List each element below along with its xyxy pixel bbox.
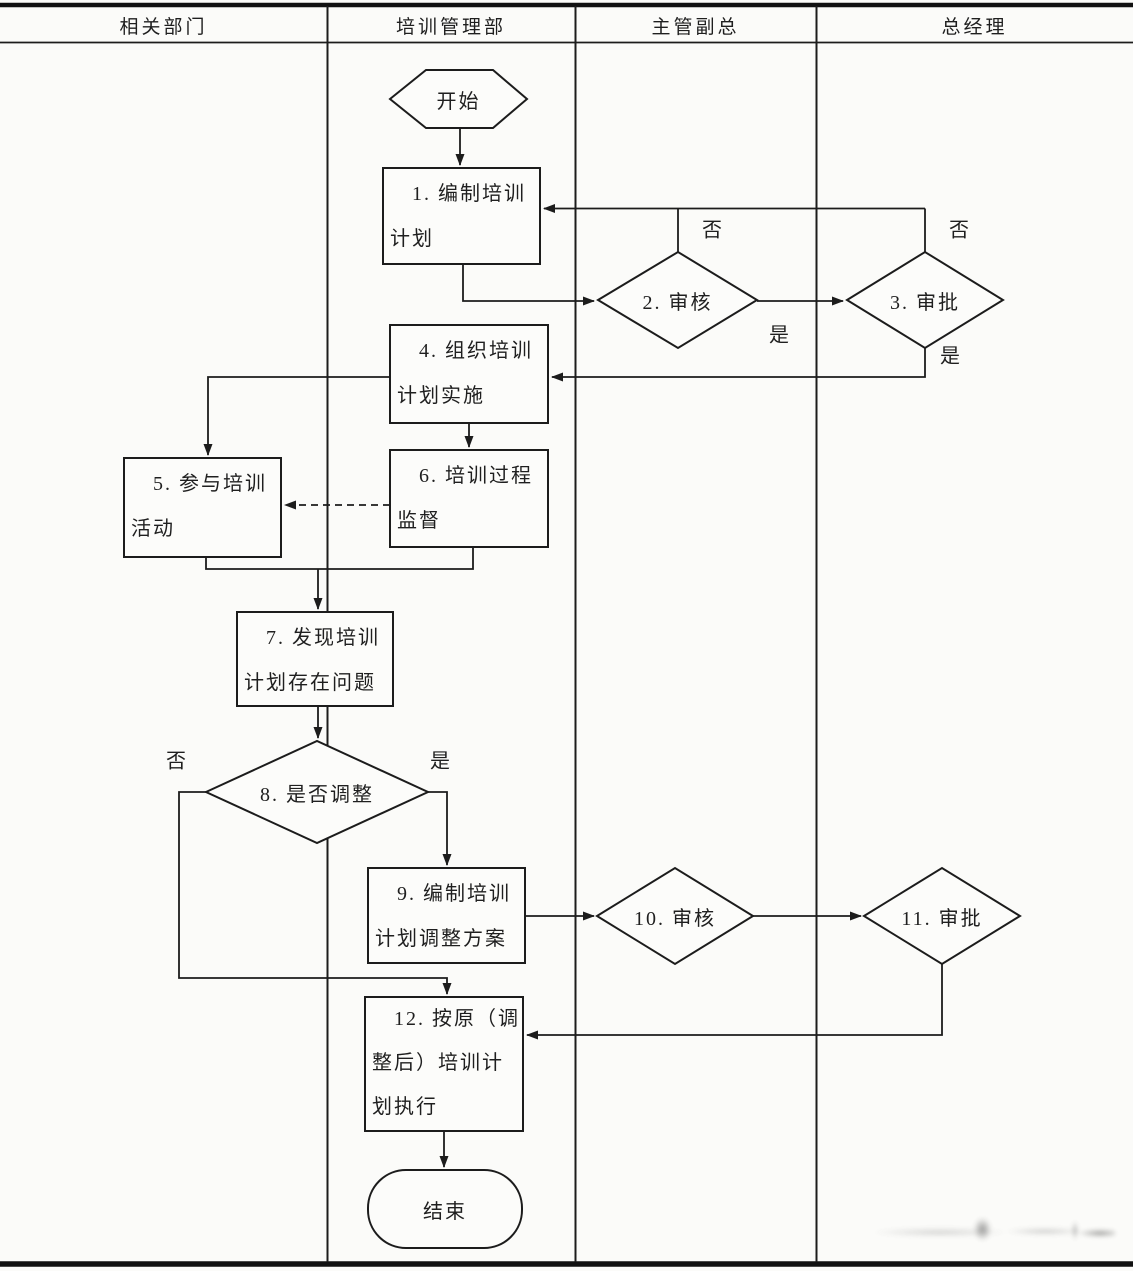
lane-header-general-manager: 总经理 — [941, 16, 1008, 38]
node-7-line-1: 7. 发现培训 — [266, 627, 380, 649]
process-box-12 — [364, 996, 524, 1132]
node-7-line-2: 计划存在问题 — [244, 672, 376, 694]
node-10-label: 10. 审核 — [634, 907, 716, 930]
node-12-line-2: 整后）培训计 — [372, 1052, 504, 1074]
node-3-label: 3. 审批 — [890, 291, 960, 314]
edge-4-to-5 — [203, 376, 390, 456]
node-11-label: 11. 审批 — [901, 907, 983, 930]
watermark-smudge — [865, 1205, 1115, 1249]
process-box-9 — [367, 867, 526, 964]
node-6-line-1: 6. 培训过程 — [419, 465, 533, 487]
node-12-label: 12. 按原（调 整后）培训计 划执行 — [365, 997, 523, 1131]
node-7-label: 7. 发现培训 计划存在问题 — [237, 612, 393, 710]
process-box-4 — [389, 324, 549, 424]
edge-merge-to-7 — [205, 547, 474, 570]
branch-label-d3-yes: 是 — [940, 345, 960, 368]
decision-diamond-3 — [845, 250, 1005, 350]
node-2-label: 2. 审核 — [642, 291, 713, 314]
node-end-label: 结束 — [423, 1200, 467, 1223]
process-box-7 — [236, 611, 394, 707]
process-box-6 — [389, 449, 549, 548]
lane-header-training-management: 培训管理部 — [395, 16, 506, 38]
decision-diamond-11 — [862, 866, 1022, 966]
edge-11-to-12 — [526, 964, 943, 1040]
node-1-line-1: 1. 编制培训 — [412, 183, 526, 205]
decision-diamond-2 — [596, 250, 759, 350]
node-6-label: 6. 培训过程 监督 — [390, 450, 548, 551]
process-box-5 — [123, 457, 282, 558]
node-12-line-1: 12. 按原（调 — [394, 1008, 520, 1030]
edge-8-yes-to-9 — [428, 791, 452, 866]
node-4-label: 4. 组织培训 计划实施 — [390, 325, 548, 427]
branch-label-d2-yes: 是 — [769, 324, 789, 347]
node-5-line-2: 活动 — [131, 518, 175, 540]
edge-8-no-to-12 — [178, 791, 452, 995]
node-1-label: 1. 编制培训 计划 — [383, 168, 540, 268]
node-6-line-2: 监督 — [397, 510, 441, 532]
node-4-line-2: 计划实施 — [397, 385, 485, 407]
node-9-line-2: 计划调整方案 — [375, 928, 507, 950]
node-9-label: 9. 编制培训 计划调整方案 — [368, 868, 525, 967]
edge-no-risers — [677, 208, 926, 252]
node-1-line-2: 计划 — [390, 228, 434, 250]
node-9-line-1: 9. 编制培训 — [397, 883, 511, 905]
lane-header-related-departments: 相关部门 — [119, 16, 208, 38]
node-5-line-1: 5. 参与培训 — [153, 473, 267, 495]
lane-header-vice-president: 主管副总 — [651, 16, 740, 38]
branch-label-d2-no: 否 — [702, 219, 722, 242]
decision-diamond-8 — [203, 739, 431, 845]
node-start-label: 开始 — [436, 90, 481, 113]
branch-label-d8-yes: 是 — [430, 750, 450, 773]
edge-3-yes-to-4 — [551, 348, 926, 382]
branch-label-d3-no: 否 — [949, 219, 969, 242]
decision-diamond-10 — [595, 866, 755, 966]
process-box-1 — [382, 167, 541, 265]
branch-label-d8-no: 否 — [166, 750, 186, 773]
start-hexagon — [388, 69, 529, 129]
node-4-line-1: 4. 组织培训 — [419, 340, 533, 362]
end-terminator — [367, 1169, 523, 1249]
node-5-label: 5. 参与培训 活动 — [124, 458, 281, 561]
node-8-label: 8. 是否调整 — [260, 783, 374, 806]
node-12-line-3: 划执行 — [372, 1096, 438, 1118]
edge-1-to-2 — [462, 264, 595, 306]
